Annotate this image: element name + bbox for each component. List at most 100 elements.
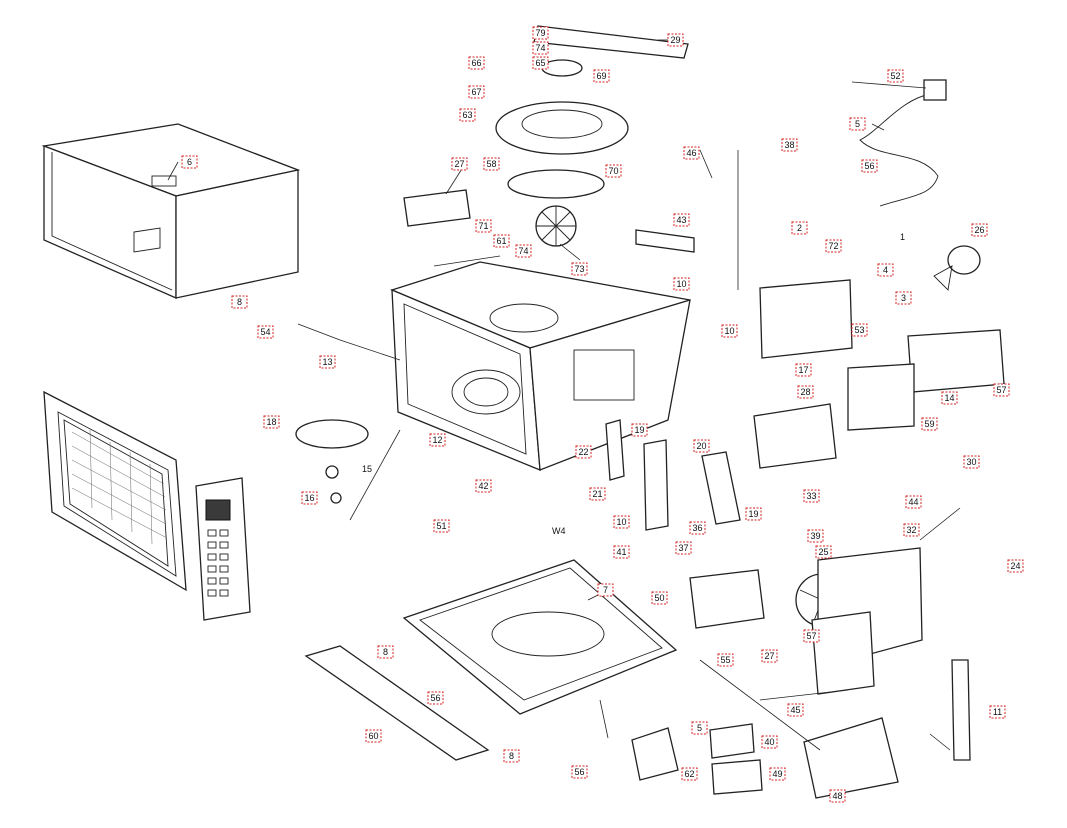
power-cord: [859, 79, 947, 207]
callout-label: 56: [574, 767, 584, 777]
callout-label: 57: [806, 631, 816, 641]
callout-label: 36: [692, 523, 702, 533]
callout-label: 20: [696, 441, 706, 451]
callout-label: 7: [603, 585, 608, 595]
callout-label: 50: [654, 593, 664, 603]
callout-label: 3: [901, 293, 906, 303]
callout-label: 33: [806, 491, 816, 501]
rear-cover: [803, 717, 899, 799]
callout-label: 74: [535, 43, 545, 53]
bracket-28: [753, 403, 837, 469]
base-trim: [304, 645, 490, 761]
callout-label: 25: [818, 547, 828, 557]
callout-label: 58: [486, 159, 496, 169]
bracket-43: [635, 229, 695, 253]
oven-cavity: [390, 261, 691, 472]
callout-label: 45: [790, 705, 800, 715]
board-40: [709, 723, 755, 759]
callout-label: 16: [304, 493, 314, 503]
transformer: [689, 569, 765, 629]
latch-holder-21b: [643, 439, 669, 531]
callout-label: 42: [478, 481, 488, 491]
callout-label: 17: [798, 365, 808, 375]
callout-label: 29: [670, 35, 680, 45]
leader-lines: [167, 39, 961, 751]
callout-label: 74: [518, 246, 528, 256]
callout-label: 63: [462, 110, 472, 120]
callout-label: 21: [592, 489, 602, 499]
callout-label: 24: [1010, 561, 1020, 571]
callout-label: 14: [944, 393, 954, 403]
callout-label: 44: [908, 497, 918, 507]
callout-label: 66: [471, 58, 481, 68]
callout-label: 27: [764, 651, 774, 661]
callout-label: 37: [678, 543, 688, 553]
callout-label: 59: [924, 419, 934, 429]
callout-label: 6: [187, 157, 192, 167]
callout-label: 5: [697, 723, 702, 733]
control-panel-board: [759, 279, 853, 359]
callout-label: 40: [764, 737, 774, 747]
gasket-16: [330, 492, 342, 504]
latch-lever-21: [605, 419, 625, 481]
callout-label: 79: [535, 28, 545, 38]
callout-label: 18: [266, 417, 276, 427]
callout-label: 43: [676, 215, 686, 225]
callout-label: 10: [724, 326, 734, 336]
vertical-bracket: [951, 659, 971, 761]
callout-label: 57: [996, 385, 1006, 395]
callout-label: 10: [676, 279, 686, 289]
callout-label: 38: [784, 140, 794, 150]
callout-label: 72: [828, 241, 838, 251]
callout-label: 70: [608, 166, 618, 176]
magnetron-bracket: [907, 329, 1005, 393]
callout-label: 13: [322, 357, 332, 367]
callout-label: 56: [864, 161, 874, 171]
callout-label: 48: [832, 791, 842, 801]
callout-label: 11: [993, 707, 1002, 717]
outer-cabinet: [41, 123, 301, 299]
air-guide: [811, 611, 875, 695]
fan-motor: [933, 245, 981, 291]
callout-label: 39: [810, 531, 820, 541]
callout-label: 32: [906, 525, 916, 535]
callout-label: 60: [368, 731, 378, 741]
callout-label: 10: [616, 517, 626, 527]
callout-label: 19: [748, 509, 758, 519]
callout-label: 52: [890, 71, 900, 81]
stirrer-assembly: [495, 25, 689, 247]
callout-label: 71: [478, 221, 488, 231]
callout-label: 30: [966, 457, 976, 467]
callout-label: 2: [797, 223, 802, 233]
callout-label: 5: [855, 119, 860, 129]
callout-label: 12: [432, 435, 442, 445]
callout-label: 61: [496, 236, 506, 246]
callout-label: 49: [772, 769, 782, 779]
board-49: [711, 759, 763, 795]
callout-label: 73: [574, 264, 584, 274]
callout-label: 1: [900, 232, 905, 242]
callout-label: 53: [854, 325, 864, 335]
bracket-62: [631, 727, 679, 781]
control-panel: [195, 477, 251, 621]
callout-label: 28: [800, 387, 810, 397]
callout-label: 26: [974, 225, 984, 235]
latch-20: [701, 451, 741, 525]
callout-label: 51: [436, 521, 446, 531]
callout-label: 56: [430, 693, 440, 703]
coupler: [325, 465, 339, 479]
callout-label: 69: [596, 71, 606, 81]
base-plate: [402, 559, 678, 715]
callout-label: 67: [471, 87, 481, 97]
callout-label: 22: [578, 447, 588, 457]
callout-label: 55: [720, 655, 730, 665]
callout-label: 8: [383, 647, 388, 657]
callout-label: 41: [616, 547, 626, 557]
callout-label: 19: [634, 425, 644, 435]
callout-label: 15: [362, 464, 372, 474]
callout-label: 65: [535, 58, 545, 68]
callouts: 79 74 29 66 65 69 67 63 58 70 71 61 74 7…: [181, 26, 1024, 803]
magnetron: [847, 363, 915, 431]
callout-label: 46: [686, 148, 696, 158]
